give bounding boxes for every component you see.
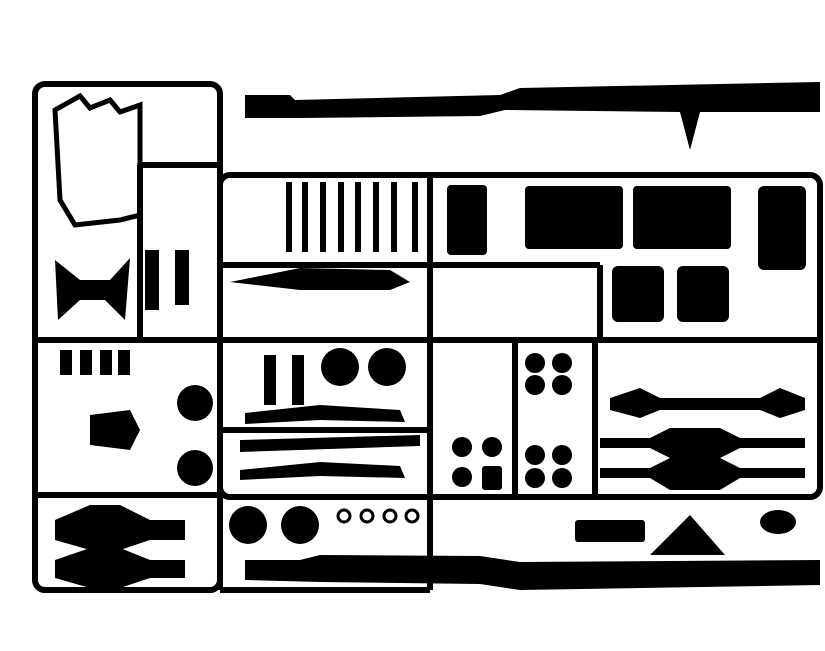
chassis-rail-bottom: [245, 555, 820, 590]
small-part: [118, 350, 130, 375]
radiator-part: [447, 185, 487, 255]
drum: [525, 445, 545, 465]
drum: [452, 437, 472, 457]
small-part: [60, 350, 72, 375]
battery-box: [677, 266, 729, 322]
fuel-tank: [758, 186, 806, 270]
fuel-tank: [525, 186, 623, 249]
axle-housing: [600, 458, 805, 490]
parts: [52, 82, 820, 590]
drum: [552, 445, 572, 465]
battery-box: [612, 266, 664, 322]
drum: [525, 375, 545, 395]
drum: [482, 437, 502, 457]
axle-housing: [600, 428, 805, 458]
rod: [355, 182, 361, 252]
center-sprue-frame: [217, 172, 823, 500]
wheel: [321, 348, 359, 386]
drum: [552, 468, 572, 488]
bracket: [55, 258, 130, 320]
rod: [391, 182, 397, 252]
small-part: [100, 350, 112, 375]
small-part: [80, 350, 92, 375]
rod: [286, 182, 292, 252]
wheel: [229, 506, 267, 544]
wheel: [177, 385, 213, 421]
leaf-spring: [245, 405, 405, 424]
strut: [145, 250, 159, 310]
rod: [373, 182, 379, 252]
rod: [320, 182, 326, 252]
leaf-spring: [230, 268, 410, 290]
drum: [482, 466, 502, 490]
drum: [525, 353, 545, 373]
axle-housing: [610, 388, 805, 418]
rings: [336, 508, 420, 524]
fuel-tank: [633, 186, 731, 249]
differential: [90, 410, 140, 450]
wheel: [281, 506, 319, 544]
strut: [175, 250, 189, 305]
drum: [525, 468, 545, 488]
crossmember: [650, 515, 725, 555]
rod: [302, 182, 308, 252]
air-cleaner: [760, 510, 796, 534]
drum: [552, 375, 572, 395]
rod: [338, 182, 344, 252]
front-axle: [240, 435, 420, 452]
drum: [552, 353, 572, 373]
strut: [264, 355, 276, 405]
leaf-spring: [240, 462, 405, 480]
drum: [452, 467, 472, 487]
gearbox: [55, 505, 185, 550]
wheel: [368, 348, 406, 386]
sprue-frame: [32, 81, 823, 593]
chassis-rail-top: [245, 82, 820, 150]
rod: [412, 182, 418, 252]
strut: [292, 355, 304, 405]
cab-frame: [52, 92, 143, 228]
wheel: [177, 450, 213, 486]
gearbox: [55, 548, 185, 588]
bracket-plate: [575, 520, 645, 542]
